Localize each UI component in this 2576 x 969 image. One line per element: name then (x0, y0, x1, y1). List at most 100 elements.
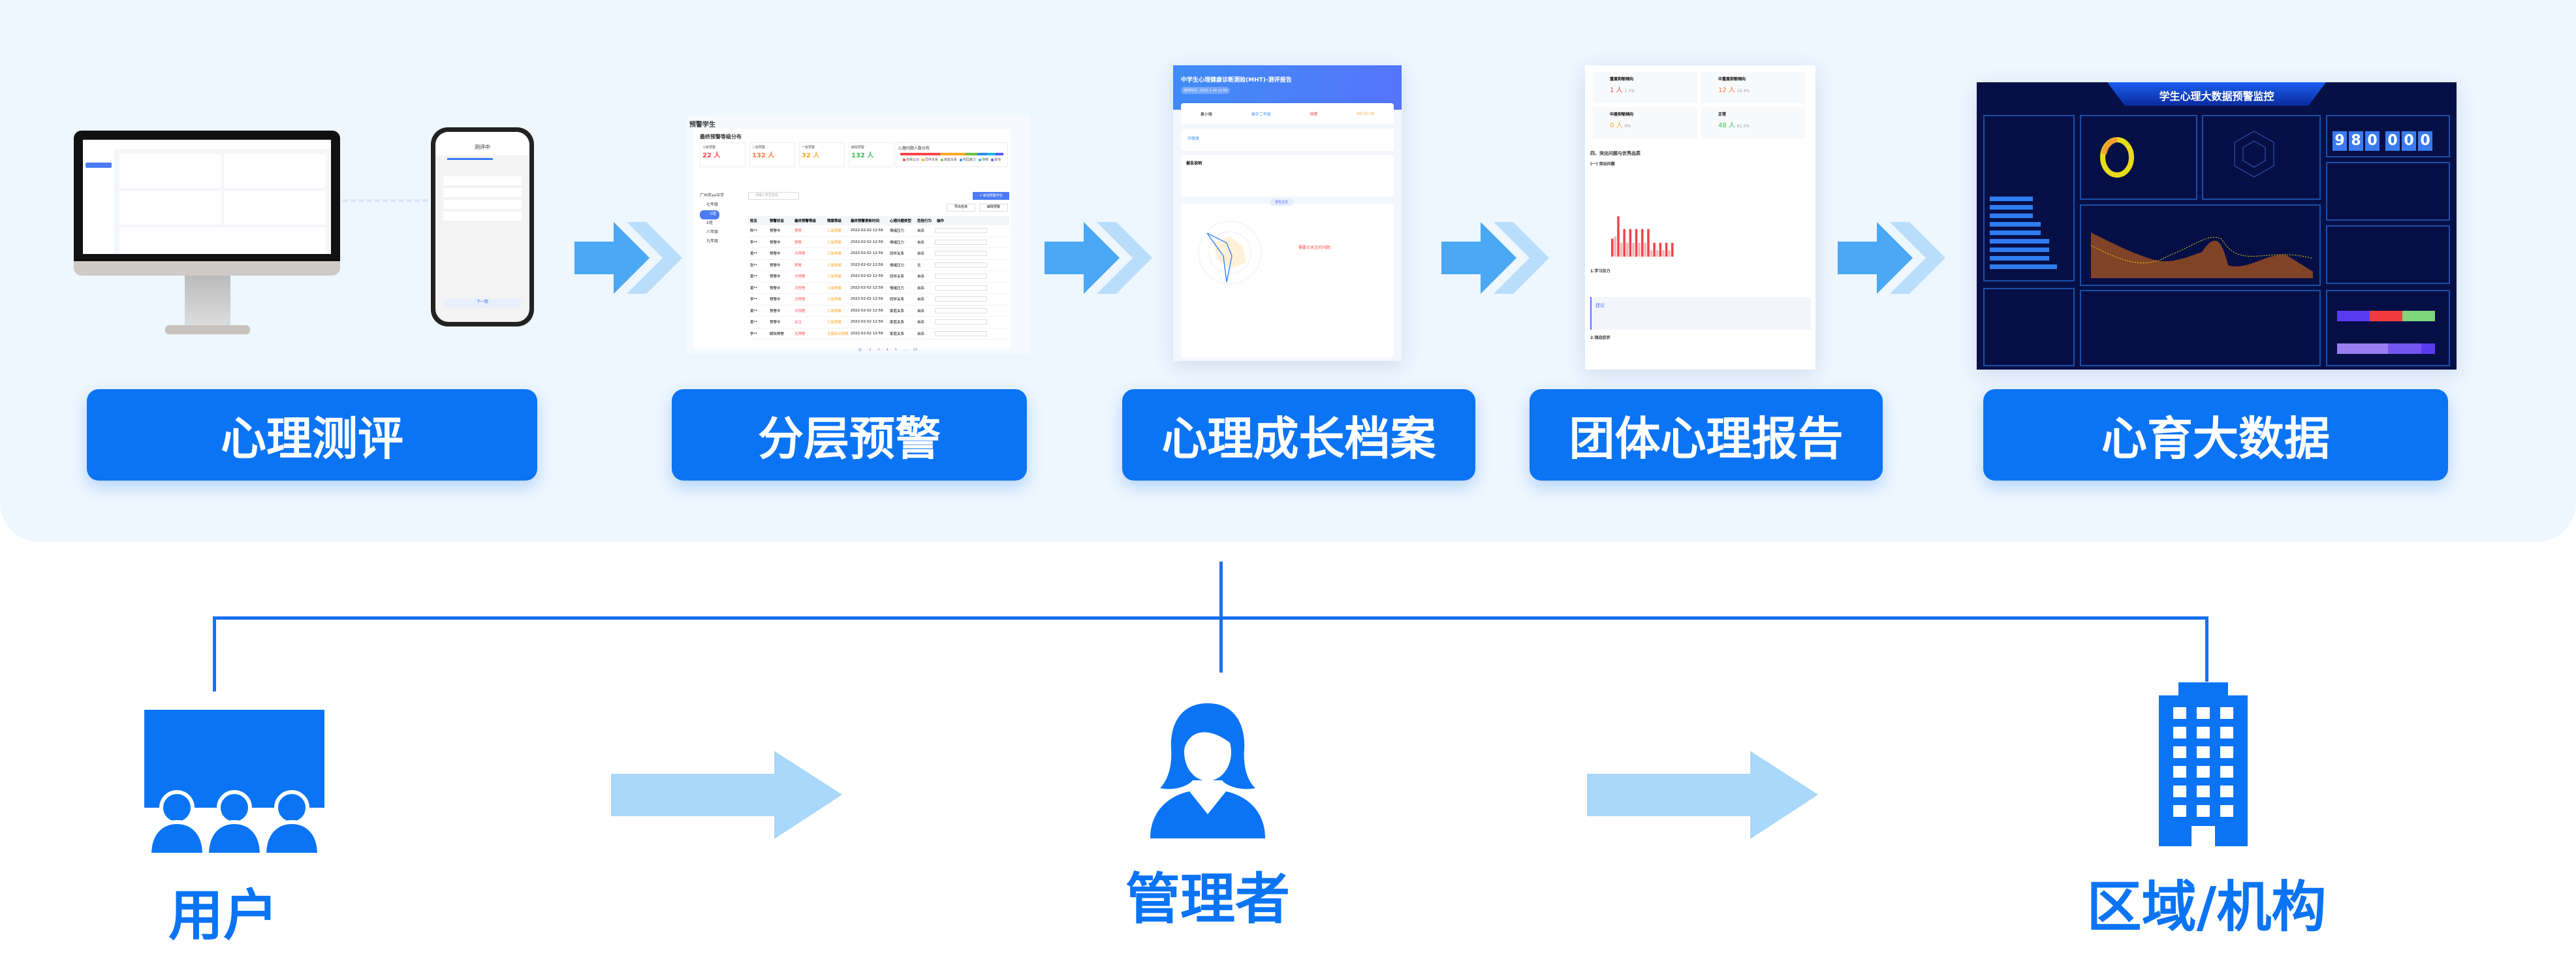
page-button[interactable]: 4 (886, 348, 888, 352)
release-button[interactable]: 解除预警 (979, 204, 1008, 212)
stage-group-report[interactable]: 团体心理报告 (1530, 389, 1883, 481)
tree-item[interactable]: 1班 (700, 210, 719, 219)
action-buttons[interactable] (935, 319, 987, 325)
card-label: 重度抑郁倾向 (1610, 77, 1634, 82)
tree-item[interactable]: 九年级 (706, 239, 719, 244)
add-warning-button[interactable]: + 新增预警学生 (973, 192, 1009, 200)
table-cell: 次预警 (794, 252, 806, 257)
table-cell: 2022-02-02 12:59 (851, 240, 883, 244)
table-cell: 2022-02-02 12:59 (851, 285, 883, 290)
action-buttons[interactable] (935, 296, 987, 302)
action-buttons[interactable] (935, 251, 987, 257)
legend-item: 其他 (991, 157, 1001, 162)
report-bar (1647, 229, 1650, 257)
action-buttons[interactable] (935, 239, 987, 245)
manager-label: 管理者 (1125, 867, 1291, 931)
report-bar (1626, 242, 1629, 257)
card-label: 中度抑郁倾向 (1610, 112, 1634, 117)
result-tab[interactable]: 报告总览 (1270, 199, 1294, 206)
table-cell: 李** (750, 332, 758, 336)
table-cell: 次预警 (794, 275, 806, 279)
table-cell: 情绪压力 (890, 286, 905, 291)
page-button[interactable]: 23 (913, 348, 918, 352)
next-button[interactable]: 下一题 (443, 298, 522, 308)
table-cell: 次预警 (794, 286, 806, 291)
tree-item[interactable]: 七年级 (706, 202, 719, 207)
dashboard-title: 学生心理大数据预警监控 (2159, 90, 2274, 103)
table-cell: 李** (750, 298, 758, 302)
table-cell: 三级预案 (827, 263, 842, 268)
column-header: 操作 (937, 219, 945, 223)
table-cell: 预警 (794, 229, 802, 234)
action-buttons[interactable] (935, 274, 987, 279)
tree-item[interactable]: 2班 (706, 221, 713, 225)
table-cell: 2022-02-02 12:59 (851, 229, 883, 233)
section-title: 最终预警等级分布 (700, 134, 742, 140)
stage-archive[interactable]: 心理成长档案 (1122, 389, 1475, 481)
chevron-arrow-icon (1838, 222, 1945, 294)
action-buttons[interactable] (935, 262, 987, 268)
table-cell: 三级预案 (827, 229, 842, 234)
table-cell: 情绪压力 (890, 240, 905, 245)
card-value: 132 人 (851, 152, 874, 159)
dashboard-bar (1990, 214, 2033, 218)
connector-line (213, 616, 2208, 620)
card-percent: 1.3% (1624, 89, 1635, 93)
report-bar (1620, 242, 1623, 257)
stage-warning[interactable]: 分层预警 (672, 389, 1027, 481)
page-button[interactable]: 3 (877, 348, 880, 352)
tree-item[interactable]: 广州市xx中学 (700, 193, 725, 198)
report-bar (1638, 242, 1641, 257)
legend-item: 校园暴力 (960, 157, 976, 162)
card-label: 二级预警 (752, 146, 766, 150)
page-button[interactable]: 2 (869, 348, 872, 352)
table-cell: 次预警 (794, 298, 806, 302)
report-item: 1.学习压力 (1590, 269, 1610, 274)
card-label: 一级预警 (802, 146, 815, 150)
page-button[interactable]: ... (903, 348, 907, 352)
stage-assessment[interactable]: 心理测评 (87, 389, 537, 481)
dashboard-bar (1990, 239, 2050, 244)
action-buttons[interactable] (935, 330, 987, 336)
export-button[interactable]: 导出名单 (947, 204, 975, 212)
page-button[interactable]: 1 (858, 348, 863, 352)
tree-item[interactable]: 八年级 (706, 230, 719, 234)
action-buttons[interactable] (935, 285, 987, 291)
action-buttons[interactable] (935, 308, 987, 313)
card-value: 22 人 (702, 152, 721, 159)
table-cell: 2022-02-02 12:59 (851, 251, 883, 256)
card-value: 0 人 (1610, 122, 1623, 129)
stage-big-data[interactable]: 心育大数据 (1983, 389, 2448, 481)
report-bar (1614, 236, 1617, 257)
table-cell: 预警中 (770, 309, 781, 313)
report-bar (1623, 229, 1626, 257)
page-button[interactable]: 5 (894, 348, 897, 352)
table-cell: 自杀 (917, 229, 925, 234)
dashboard-bar (1990, 264, 2058, 269)
search-input[interactable]: 请输入学生姓名 (748, 192, 799, 200)
chevron-arrow-icon (1441, 222, 1549, 294)
table-cell: 黄** (750, 275, 758, 279)
action-buttons[interactable] (935, 228, 987, 234)
building-icon (2159, 682, 2248, 846)
student-status: 预警 (1310, 112, 1318, 117)
table-cell: 李** (750, 240, 758, 245)
report-bar (1635, 229, 1638, 257)
table-cell: 2022-02-02 12:59 (851, 262, 883, 267)
table-cell: 预警中 (770, 240, 781, 245)
table-cell: 无预警 (794, 332, 806, 336)
dashboard-bar (1990, 247, 2050, 252)
